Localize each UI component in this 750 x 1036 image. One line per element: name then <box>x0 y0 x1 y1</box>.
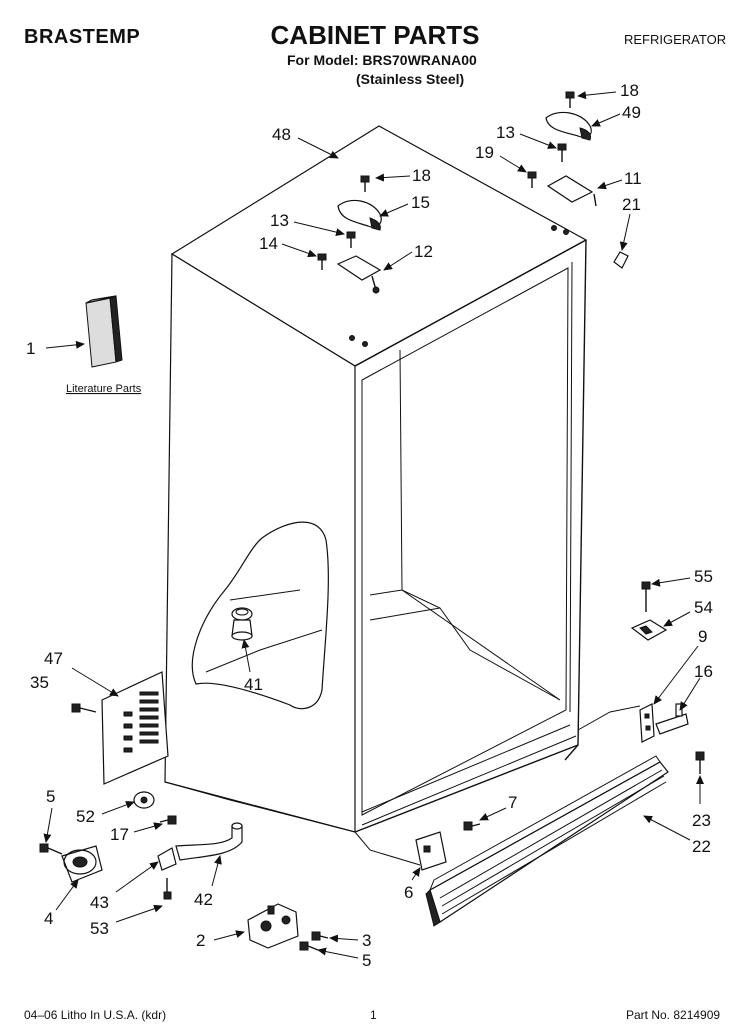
top-hinge-right <box>527 91 629 269</box>
callout-16: 16 <box>694 662 713 681</box>
screw-35 <box>71 703 97 713</box>
callout-55: 55 <box>694 567 713 586</box>
callout-35: 35 <box>30 673 49 692</box>
callout-7: 7 <box>508 793 517 812</box>
hinge-9 <box>639 703 655 743</box>
callout-13b: 13 <box>496 123 515 142</box>
callout-12: 12 <box>414 242 433 261</box>
screw-7 <box>463 821 481 831</box>
callout-54: 54 <box>694 598 713 617</box>
literature-parts <box>85 295 123 368</box>
top-hinge-left <box>317 175 382 294</box>
screw-17 <box>159 815 177 825</box>
leader-lines <box>43 91 704 959</box>
footer-page-number: 1 <box>370 1008 377 1022</box>
brand-logo: BRASTEMP <box>24 26 141 48</box>
callout-11: 11 <box>624 169 642 188</box>
cabinet-body <box>164 125 641 866</box>
screw-5-left <box>39 843 63 855</box>
callout-9: 9 <box>698 627 707 646</box>
screw-5-bottom <box>299 941 319 951</box>
callout-17: 17 <box>110 825 129 844</box>
hinge-pin-16 <box>655 703 689 735</box>
callout-41: 41 <box>244 675 263 694</box>
page-title: CABINET PARTS <box>270 20 480 50</box>
callout-18a: 18 <box>412 166 431 185</box>
callout-15: 15 <box>411 193 430 212</box>
callout-18b: 18 <box>620 81 639 100</box>
category-label: REFRIGERATOR <box>624 32 727 47</box>
callout-4: 4 <box>44 909 53 928</box>
callout-22: 22 <box>692 837 711 856</box>
bracket-52 <box>133 791 155 809</box>
callout-14: 14 <box>259 234 278 253</box>
bracket-54 <box>630 619 668 641</box>
screw-55 <box>641 581 651 612</box>
cabinet-cutaway <box>191 521 329 710</box>
bracket-6 <box>415 831 447 871</box>
rear-panel-47 <box>101 671 169 785</box>
callout-2: 2 <box>196 931 205 950</box>
model-line: For Model: BRS70WRANA00 <box>287 52 477 68</box>
callout-6: 6 <box>404 883 413 902</box>
callout-49: 49 <box>622 103 641 122</box>
screw-3 <box>311 931 329 941</box>
roller-4 <box>61 845 103 883</box>
callout-21: 21 <box>622 195 641 214</box>
footer-part-number: Part No. 8214909 <box>626 1008 721 1022</box>
callout-1: 1 <box>26 339 35 358</box>
callout-52: 52 <box>76 807 95 826</box>
callout-43: 43 <box>90 893 109 912</box>
callout-5b: 5 <box>362 951 371 970</box>
callout-3: 3 <box>362 931 371 950</box>
clip-43 <box>157 847 177 871</box>
callout-19: 19 <box>475 143 494 162</box>
plug-41 <box>231 607 253 641</box>
callout-47: 47 <box>44 649 63 668</box>
callout-5a: 5 <box>46 787 55 806</box>
footer-print-info: 04–06 Litho In U.S.A. (kdr) <box>24 1008 167 1022</box>
callout-53: 53 <box>90 919 109 938</box>
callouts: 1 48 18 15 13 14 12 18 49 13 19 11 21 41… <box>26 81 713 970</box>
toe-grille-22 <box>425 755 669 927</box>
literature-parts-label: Literature Parts <box>66 383 142 395</box>
variant-line: (Stainless Steel) <box>356 71 465 87</box>
callout-42: 42 <box>194 890 213 909</box>
callout-48: 48 <box>272 125 291 144</box>
screw-53 <box>163 878 172 900</box>
callout-13a: 13 <box>270 211 289 230</box>
drain-tube-42 <box>175 822 243 861</box>
screw-23 <box>695 751 705 774</box>
callout-23: 23 <box>692 811 711 830</box>
roller-assembly-2 <box>247 903 299 949</box>
